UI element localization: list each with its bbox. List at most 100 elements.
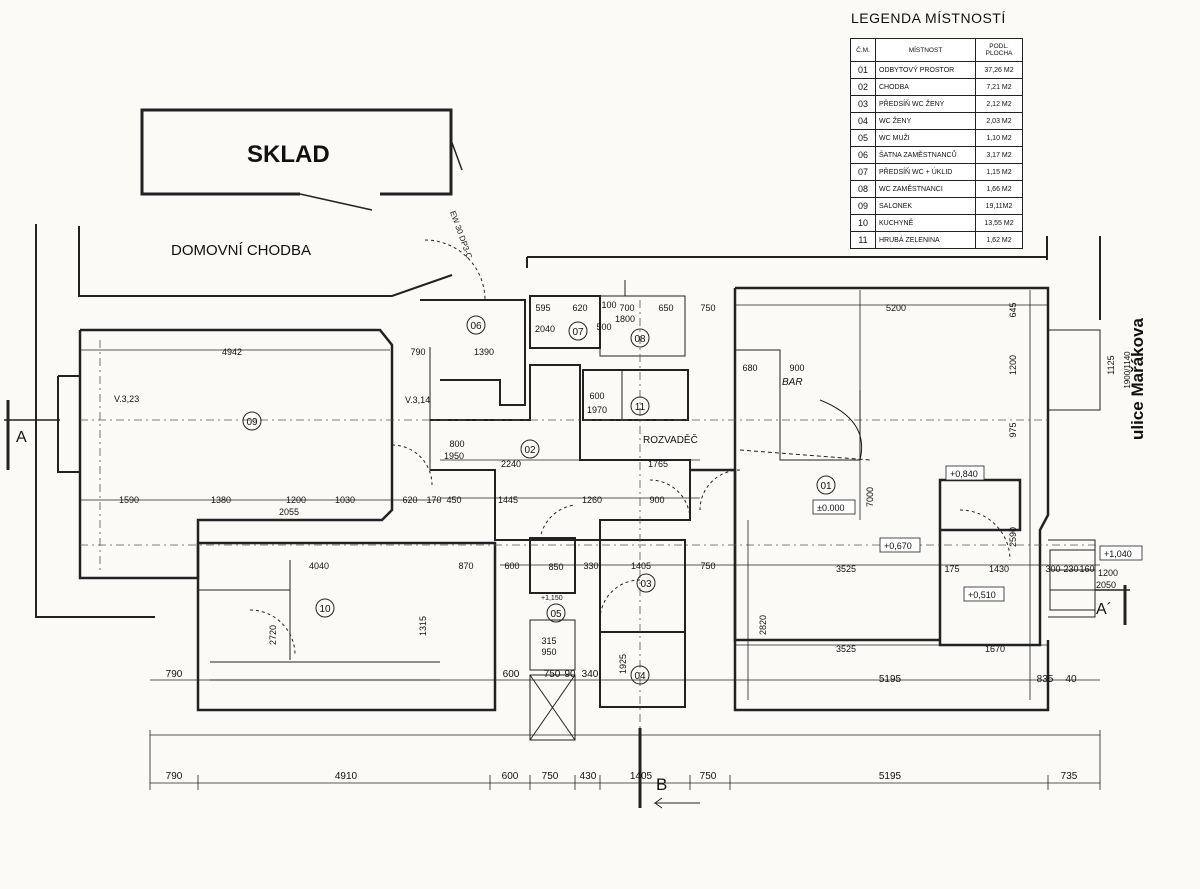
dimension-label: 5200 — [886, 303, 906, 313]
room-02-number: 02 — [524, 445, 536, 456]
dimension-label: 1125 — [1106, 355, 1116, 374]
room-11-number: 11 — [635, 402, 646, 413]
legend-header-name: MÍSTNOST — [875, 38, 976, 62]
domovni-chodba-label: DOMOVNÍ CHODBA — [171, 242, 312, 259]
dimension-label: 1405 — [631, 561, 651, 571]
dimension-label: 600 — [504, 561, 519, 571]
dimension-label: 2055 — [279, 507, 299, 517]
dimension-label: 900 — [789, 363, 804, 373]
dimension-label: 600 — [502, 771, 519, 782]
corridor-wall — [78, 226, 453, 297]
dimension-label: 175 — [944, 564, 959, 574]
level-label: +0,510 — [968, 590, 996, 600]
room-01-number: 01 — [820, 481, 832, 492]
dimension-label: 4040 — [309, 561, 329, 571]
section-a2-label: A´ — [1096, 601, 1112, 618]
room-06-marker — [466, 315, 486, 335]
dimension-label: 40 — [1065, 674, 1077, 685]
room-06-outline — [420, 299, 526, 406]
level-label: +1,040 — [1104, 549, 1132, 559]
room-07-number: 07 — [572, 327, 584, 338]
dimension-label: 500 — [596, 322, 611, 332]
room-03-number: 03 — [640, 579, 652, 590]
room-11-marker — [630, 396, 650, 416]
dimension-label: 90 — [564, 669, 576, 680]
room-10-number: 10 — [319, 604, 331, 615]
dimension-label: 3525 — [836, 644, 856, 654]
dimension-label: 1900/1140 — [1123, 351, 1132, 389]
dimension-label: 750 — [700, 561, 715, 571]
room-09-marker — [242, 411, 262, 431]
level-label: +0,670 — [884, 541, 912, 551]
room-05-marker — [546, 603, 566, 623]
dimension-label: 680 — [742, 363, 757, 373]
room-09-outline — [78, 328, 394, 580]
sklad-label: SKLAD — [247, 141, 330, 168]
dimension-label: 1430 — [989, 564, 1009, 574]
dimension-label: 650 — [658, 303, 673, 313]
dimension-label: 315 — [541, 636, 556, 646]
dimension-label: 1925 — [618, 654, 628, 674]
dimension-label: 100 — [601, 300, 616, 310]
bar-label: BAR — [782, 377, 803, 388]
dimension-label: 790 — [166, 669, 183, 680]
dimension-label: 3525 — [836, 564, 856, 574]
dimension-label: 2820 — [758, 615, 768, 635]
section-a-label: A — [16, 429, 27, 446]
room-04-marker — [630, 665, 650, 685]
dimension-label: 230 — [1063, 564, 1078, 574]
dimension-label: 700 — [619, 303, 634, 313]
room-08-number: 08 — [634, 334, 646, 345]
dimension-label: 450 — [446, 495, 461, 505]
dimension-label: 790 — [166, 771, 183, 782]
dimension-label: 160 — [1079, 564, 1094, 574]
level-label: +0,840 — [950, 469, 978, 479]
dimension-label: 600 — [503, 669, 520, 680]
dimension-label: 1765 — [648, 459, 668, 469]
room-06-number: 06 — [470, 321, 482, 332]
dimension-label: 2590 — [1008, 527, 1018, 547]
dimension-label: 2240 — [501, 459, 521, 469]
dimension-label: 790 — [410, 347, 425, 357]
dimension-label: 1200 — [286, 495, 306, 505]
section-b-label: B — [656, 775, 667, 794]
level-label: V.3,23 — [114, 394, 139, 404]
room-05-number: 05 — [550, 609, 562, 620]
dimension-label: 1405 — [630, 771, 653, 782]
dimension-label: 4910 — [335, 771, 358, 782]
sklad-outline — [140, 108, 453, 196]
room-02-marker — [520, 439, 540, 459]
room-10-outline — [196, 541, 497, 712]
rozvadec-label: ROZVADĚČ — [643, 433, 698, 446]
level-label: +1,150 — [541, 595, 563, 602]
dimension-label: 430 — [580, 771, 597, 782]
legend-title: LEGENDA MÍSTNOSTÍ — [851, 10, 1006, 26]
dimension-label: 900 — [649, 495, 664, 505]
legend-header-row: Č.M. MÍSTNOST PODL.PLOCHA — [850, 38, 1023, 62]
dimension-label: 1800 — [615, 314, 635, 324]
legend-header-num: Č.M. — [850, 38, 876, 62]
dimension-label: 1390 — [474, 347, 494, 357]
dimension-label: 850 — [548, 562, 563, 572]
dimension-label: 170 — [426, 495, 441, 505]
dimension-label: 835 — [1037, 674, 1054, 685]
dimension-label: 5195 — [879, 771, 902, 782]
dimension-label: 1200 — [1008, 355, 1018, 375]
room-04-number: 04 — [634, 671, 646, 682]
dimension-label: 1670 — [985, 644, 1005, 654]
dimension-label: 1030 — [335, 495, 355, 505]
dimension-label: 750 — [700, 303, 715, 313]
dimension-label: 1200 — [1098, 568, 1118, 578]
dimension-label: 1260 — [582, 495, 602, 505]
dimension-label: 1970 — [587, 405, 607, 415]
